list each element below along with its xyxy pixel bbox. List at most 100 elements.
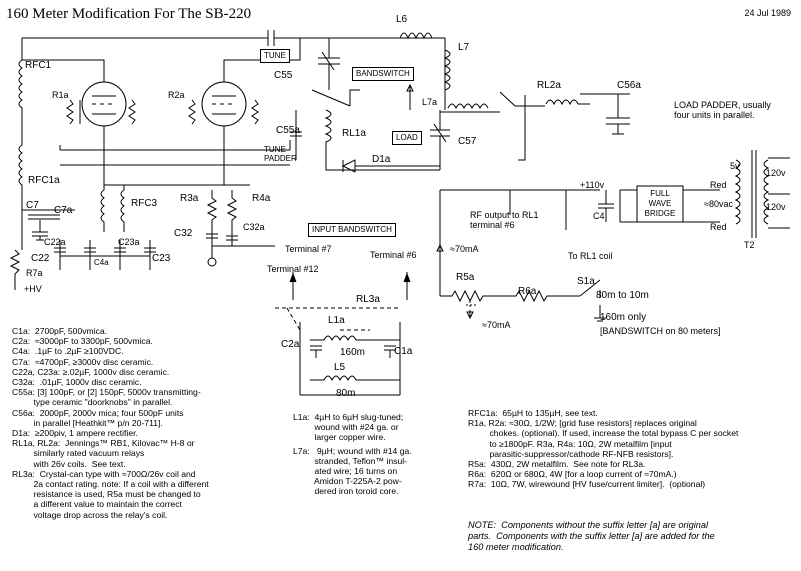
label-rfc1: RFC1 bbox=[25, 60, 52, 71]
part-note-r7a: R7a: 10Ω, 7W, wirewound [HV fuse/current… bbox=[468, 479, 706, 490]
label-c1a: C1a bbox=[394, 346, 413, 357]
label-c32: C32 bbox=[174, 228, 193, 239]
label-c23a: C23a bbox=[118, 237, 140, 247]
label-d1a: D1a bbox=[372, 154, 391, 165]
cap-c55 bbox=[318, 38, 340, 90]
label-80m-10m: 80m to 10m bbox=[596, 290, 649, 301]
label-l6: L6 bbox=[396, 14, 408, 25]
cap-c1a bbox=[384, 345, 396, 358]
label-to-rl1-coil: To RL1 coil bbox=[568, 251, 613, 261]
label-c2a: C2a bbox=[281, 339, 300, 350]
label-r1a: R1a bbox=[52, 90, 69, 100]
tune-box: TUNE bbox=[260, 49, 290, 63]
label-bandswitch-80m: [BANDSWITCH on 80 meters] bbox=[600, 326, 721, 336]
top-rail-wire bbox=[22, 37, 446, 110]
switch-s1a bbox=[579, 279, 606, 322]
footnote: NOTE: Components without the suffix lett… bbox=[468, 520, 715, 552]
label-l7a: L7a bbox=[422, 97, 438, 107]
relay-rl2a-contacts bbox=[499, 91, 590, 107]
label-5v: 5v bbox=[730, 161, 740, 171]
part-note-rl1a-rl2a: RL1a, RL2a: Jennings™ RB1, Kilovac™ H-8 … bbox=[12, 438, 195, 469]
label-c55a: C55a bbox=[276, 125, 300, 136]
parts-list-left: C1a: 2700pF, 500vmica. C2a: ≈3000pF to 3… bbox=[12, 326, 209, 520]
coil-l1a bbox=[310, 335, 400, 342]
label-c32a: C32a bbox=[243, 222, 265, 232]
part-note-c4a: C4a: .1µF to .2µF ≥100VDC. bbox=[12, 346, 124, 357]
label-c22: C22 bbox=[31, 253, 50, 264]
coil-l7a bbox=[440, 103, 500, 113]
label-r6a: R6a bbox=[518, 286, 537, 297]
bridge-label: FULL WAVE BRIDGE bbox=[644, 189, 676, 218]
label-c23: C23 bbox=[152, 253, 171, 264]
label-c4a: C4a bbox=[94, 258, 109, 267]
relay-rl3a bbox=[275, 307, 400, 331]
part-note-r6a: R6a: 620Ω or 680Ω, 4W [for a loop curren… bbox=[468, 469, 677, 480]
label-c22a: C22a bbox=[44, 237, 66, 247]
label-160m: 160m bbox=[340, 347, 366, 358]
label-tune-padder: TUNE PADDER bbox=[264, 145, 297, 163]
parts-list-right: RFC1a: 65µH to 135µH, see text. R1a, R2a… bbox=[468, 408, 738, 490]
resistor-r5a bbox=[440, 289, 510, 303]
label-l1a: L1a bbox=[328, 315, 345, 326]
transformer-t2 bbox=[734, 150, 790, 238]
label-rfc3: RFC3 bbox=[131, 198, 158, 209]
label-terminal-7: Terminal #7 bbox=[285, 244, 332, 254]
part-note-c56a: C56a: 2000pF, 2000v mica; four 500pF uni… bbox=[12, 407, 184, 428]
label-80m: 80m bbox=[336, 388, 356, 399]
part-note-c22a-c23a: C22a, C23a: ≥.02µF, 1000v disc ceramic. bbox=[12, 366, 170, 377]
input-bandswitch-box: INPUT BANDSWITCH bbox=[308, 223, 396, 237]
label-70ma-lower: ≈70mA bbox=[482, 320, 511, 330]
label-80vac: ≈80vac bbox=[704, 199, 733, 209]
label-t2: T2 bbox=[744, 240, 755, 250]
cap-c2a bbox=[310, 345, 322, 358]
part-note-d1a: D1a: ≥200piv, 1 ampere rectifier. bbox=[12, 428, 138, 439]
label-70ma-upper: ≈70mA bbox=[450, 244, 479, 254]
part-note-c1a: C1a: 2700pF, 500vmica. bbox=[12, 326, 108, 336]
bandswitch-box: BANDSWITCH bbox=[352, 67, 414, 81]
label-r3a: R3a bbox=[180, 193, 199, 204]
label-plus110v: +110v bbox=[580, 180, 605, 190]
full-wave-bridge bbox=[636, 185, 684, 223]
label-l7: L7 bbox=[458, 42, 470, 53]
part-note-l1a: L1a: 4µH to 6µH slug-tuned; wound with #… bbox=[293, 412, 404, 443]
label-rf-output: RF output to RL1 terminal #6 bbox=[470, 210, 539, 230]
label-120v-top: 120v bbox=[766, 168, 786, 178]
label-160m-only: 160m only bbox=[600, 312, 647, 323]
label-terminal-12: Terminal #12 bbox=[267, 264, 319, 274]
page-title: 160 Meter Modification For The SB-220 bbox=[6, 6, 252, 22]
part-note-r1a-r2a: R1a, R2a: ≈30Ω, 1/2W; [grid fuse resisto… bbox=[468, 418, 739, 459]
part-note-c32a: C32a: .01µF, 1000v disc ceramic. bbox=[12, 377, 142, 388]
label-r5a: R5a bbox=[456, 272, 475, 283]
cap-c57 bbox=[430, 110, 450, 170]
label-c7: C7 bbox=[26, 200, 39, 211]
coil-l7 bbox=[443, 49, 451, 91]
part-note-rl3a: RL3a: Crystal-can type with ≈700Ω/26v co… bbox=[12, 468, 209, 520]
label-terminal-6: Terminal #6 bbox=[370, 250, 417, 260]
part-note-c2a: C2a: ≈3000pF to 3300pF, 500vmica. bbox=[12, 336, 153, 347]
label-hv: +HV bbox=[24, 284, 42, 294]
part-note-r5a: R5a: 430Ω, 2W metalfilm. See note for RL… bbox=[468, 459, 646, 470]
cap-c4 bbox=[598, 190, 614, 222]
coil-l6 bbox=[399, 32, 433, 40]
part-note-rfc1a: RFC1a: 65µH to 135µH, see text. bbox=[468, 408, 598, 418]
label-120v-bottom: 120v bbox=[766, 202, 786, 212]
label-c56a: C56a bbox=[617, 80, 641, 91]
label-r4a: R4a bbox=[252, 193, 271, 204]
date-label: 24 Jul 1989 bbox=[744, 8, 791, 18]
resistor-r7a bbox=[9, 249, 21, 290]
label-c55: C55 bbox=[274, 70, 293, 81]
label-r2a: R2a bbox=[168, 90, 185, 100]
part-note-c55a: C55a: [3] 100pF, or [2] 150pF, 5000v tra… bbox=[12, 387, 201, 408]
coil-l5 bbox=[310, 375, 400, 382]
input-jack bbox=[207, 257, 217, 267]
label-red-bottom: Red bbox=[710, 222, 727, 232]
resistor-r6a bbox=[510, 289, 580, 303]
label-c7a: C7a bbox=[54, 205, 73, 216]
choke-rfc3 bbox=[100, 185, 125, 232]
label-rl3a: RL3a bbox=[356, 294, 380, 305]
coupling-cap bbox=[267, 30, 275, 46]
label-r7a: R7a bbox=[26, 268, 43, 278]
label-rfc1a: RFC1a bbox=[28, 175, 60, 186]
